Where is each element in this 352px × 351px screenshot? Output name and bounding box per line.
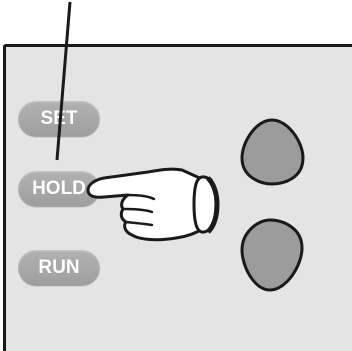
set-button[interactable]: SET <box>18 101 100 137</box>
hold-button[interactable]: HOLD <box>18 171 100 207</box>
run-button[interactable]: RUN <box>18 250 100 286</box>
